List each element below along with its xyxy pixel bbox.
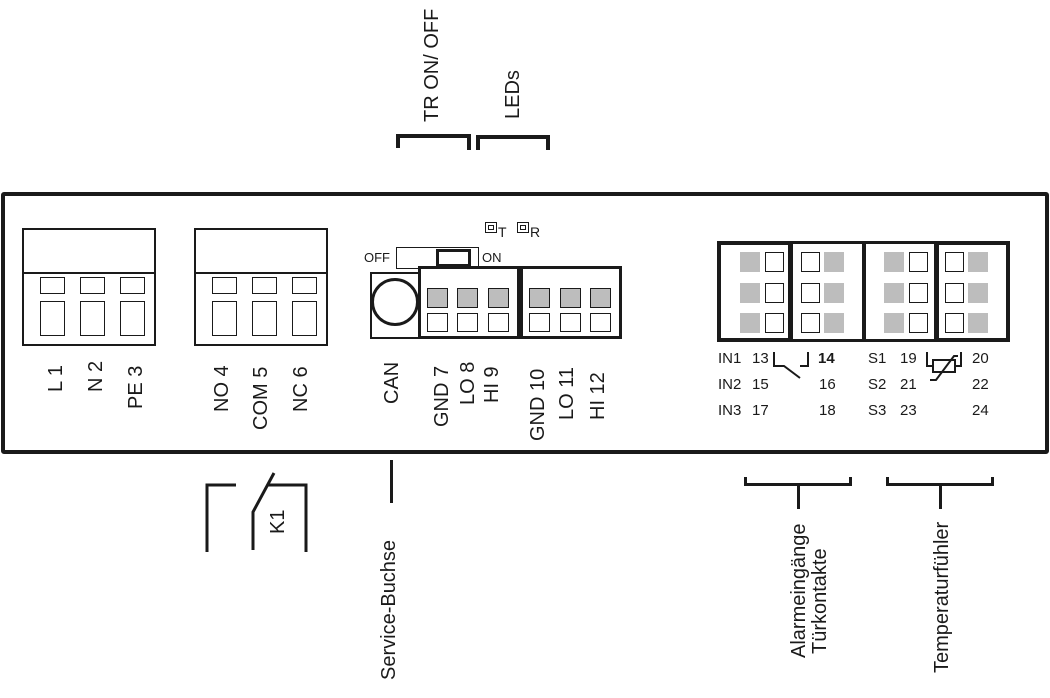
door-contacts-label: Türkontakte [809, 548, 831, 654]
terminal-label-l1: L 1 [45, 364, 67, 392]
sensor-pin-a: 19 [900, 350, 917, 367]
alarm-input-pin-b: 16 [819, 376, 836, 393]
alarm-input-pin-b: 14 [818, 350, 835, 367]
alarm-input-name: IN2 [718, 376, 742, 393]
terminal-label-gnd7: GND 7 [431, 365, 453, 427]
terminal-label-nc6: NC 6 [290, 366, 312, 412]
sensor-pin-b: 20 [972, 350, 989, 367]
alarm-inputs-label: Alarmeingänge [788, 523, 810, 658]
service-port-label: Service-Buchse [378, 539, 400, 680]
sensor-pin-a: 21 [900, 376, 917, 393]
terminal-label-lo8: LO 8 [457, 361, 479, 405]
terminal-label-pe3: PE 3 [125, 365, 147, 409]
alarm-input-name: IN1 [718, 350, 742, 367]
sensor-pin-a: 23 [900, 402, 917, 419]
alarm-input-pin-b: 18 [819, 402, 836, 419]
terminal-label-com5: COM 5 [250, 366, 272, 430]
temperature-sensors-label: Temperaturfühler [931, 521, 953, 673]
terminal-label-no4: NO 4 [211, 365, 233, 412]
label-tr-on-off: TR ON/ OFF [421, 8, 443, 122]
led-label-r: R [530, 224, 541, 240]
relay-k1-symbol-icon [205, 472, 308, 552]
sensor-name: S2 [868, 376, 887, 393]
switch-off-label: OFF [364, 250, 390, 265]
terminal-label-hi9: HI 9 [481, 366, 503, 403]
sensor-name: S3 [868, 402, 887, 419]
alarm-input-name: IN3 [718, 402, 742, 419]
tr-switch-knob[interactable] [436, 249, 471, 267]
alarm-input-pin-a: 13 [752, 350, 769, 367]
label-leds: LEDs [502, 70, 524, 119]
sensor-pin-b: 22 [972, 376, 989, 393]
relay-k1-label: K1 [267, 509, 289, 534]
led-label-t: T [498, 224, 507, 240]
service-port-pointer [390, 460, 393, 503]
alarm-input-pin-a: 17 [752, 402, 769, 419]
terminal-label-gnd10: GND 10 [527, 368, 549, 441]
switch-on-label: ON [482, 250, 502, 265]
terminal-label-can: CAN [381, 361, 403, 404]
sensor-name: S1 [868, 350, 887, 367]
terminal-label-hi12: HI 12 [587, 372, 609, 420]
door-contact-symbol-icon [773, 352, 809, 379]
sensor-pin-b: 24 [972, 402, 989, 419]
alarm-input-pin-a: 15 [752, 376, 769, 393]
terminal-label-lo11: LO 11 [556, 367, 578, 420]
terminal-label-n2: N 2 [85, 360, 107, 392]
thermistor-symbol-icon [926, 352, 962, 381]
